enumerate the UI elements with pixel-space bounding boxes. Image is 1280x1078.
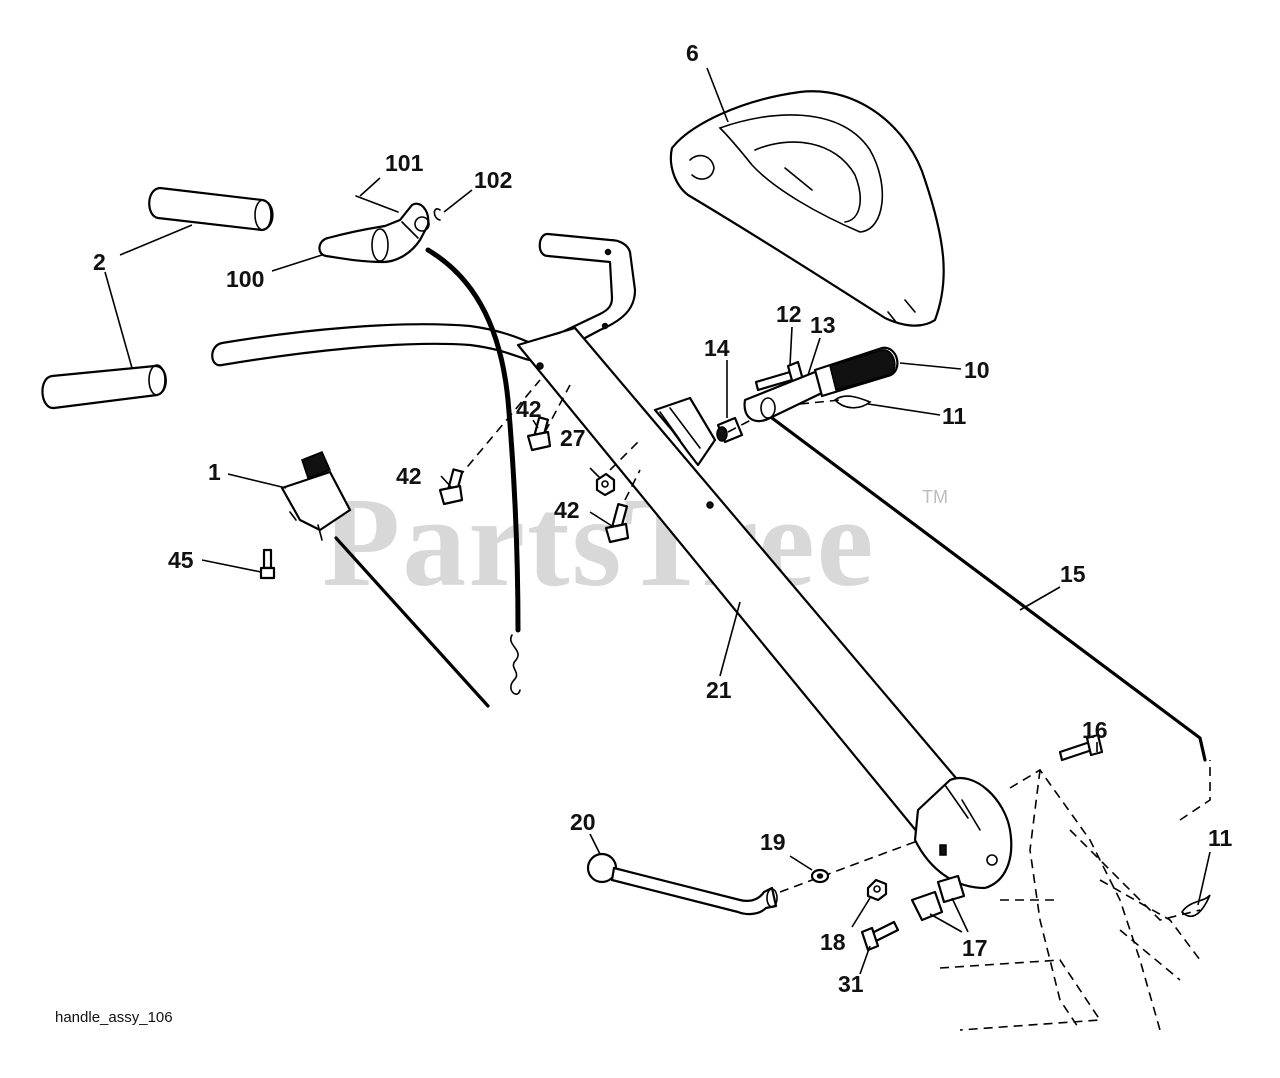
- callout-19: 19: [760, 829, 786, 855]
- callout-42-left: 42: [396, 463, 422, 489]
- part-handle-tube: [516, 326, 1013, 890]
- callout-27: 27: [560, 425, 586, 451]
- callout-11-upper: 11: [942, 403, 967, 429]
- part-mount-bracket: [653, 396, 717, 467]
- callout-6: 6: [686, 40, 699, 66]
- part-clip-upper: [799, 395, 872, 409]
- callout-31: 31: [838, 971, 864, 997]
- part-handlebar: [211, 232, 637, 367]
- callout-11-lower: 11: [1208, 825, 1233, 851]
- callout-45: 45: [168, 547, 194, 573]
- callout-12: 12: [776, 301, 802, 327]
- leader-lines: [104, 67, 1211, 975]
- part-clip-lower: [1180, 894, 1211, 917]
- part-lever-bracket: [280, 451, 490, 708]
- part-lower-frame: [939, 760, 1211, 1031]
- callout-16: 16: [1082, 717, 1108, 743]
- callout-18: 18: [820, 929, 846, 955]
- part-spacer-14: [716, 416, 744, 444]
- part-pads-17: [910, 874, 966, 922]
- part-console-cover: [669, 90, 945, 327]
- callout-17: 17: [962, 935, 988, 961]
- part-cable: [425, 247, 521, 695]
- callout-15: 15: [1060, 561, 1086, 587]
- part-nut-18: [866, 878, 888, 902]
- part-shift-lever: [743, 346, 1207, 762]
- part-bolt-16: [1058, 733, 1104, 762]
- part-nut-27: [595, 439, 641, 497]
- part-handle-grip-lower: [41, 364, 167, 410]
- watermark-trademark: TM: [922, 487, 948, 507]
- part-screw-42-middle: [526, 384, 571, 452]
- part-bolt-45: [259, 548, 276, 580]
- callout-10: 10: [964, 357, 990, 383]
- callout-14: 14: [704, 335, 730, 361]
- guide-line-axle: [779, 839, 921, 893]
- diagram-caption: handle_assy_106: [55, 1009, 173, 1026]
- callout-42-lower: 42: [554, 497, 580, 523]
- part-control-lever: [318, 195, 441, 264]
- callout-101: 101: [385, 150, 424, 176]
- part-washer-19: [810, 868, 830, 884]
- callout-42-middle: 42: [516, 396, 542, 422]
- callout-102: 102: [474, 167, 512, 193]
- callout-labels: 6 101 102 2 100 12 13 14 10 42 11 27 1 4…: [93, 40, 1233, 997]
- callout-13: 13: [810, 312, 836, 338]
- callout-21: 21: [706, 677, 732, 703]
- callout-20: 20: [570, 809, 596, 835]
- callout-100: 100: [226, 266, 264, 292]
- part-bolt-31: [860, 920, 900, 952]
- callout-1: 1: [208, 459, 221, 485]
- callout-2-upper: 2: [93, 249, 106, 275]
- part-screw-42-lower: [604, 469, 641, 544]
- part-handle-grip-upper: [148, 186, 274, 232]
- part-shift-rod: [586, 852, 778, 916]
- part-screw-42-left: [438, 379, 541, 506]
